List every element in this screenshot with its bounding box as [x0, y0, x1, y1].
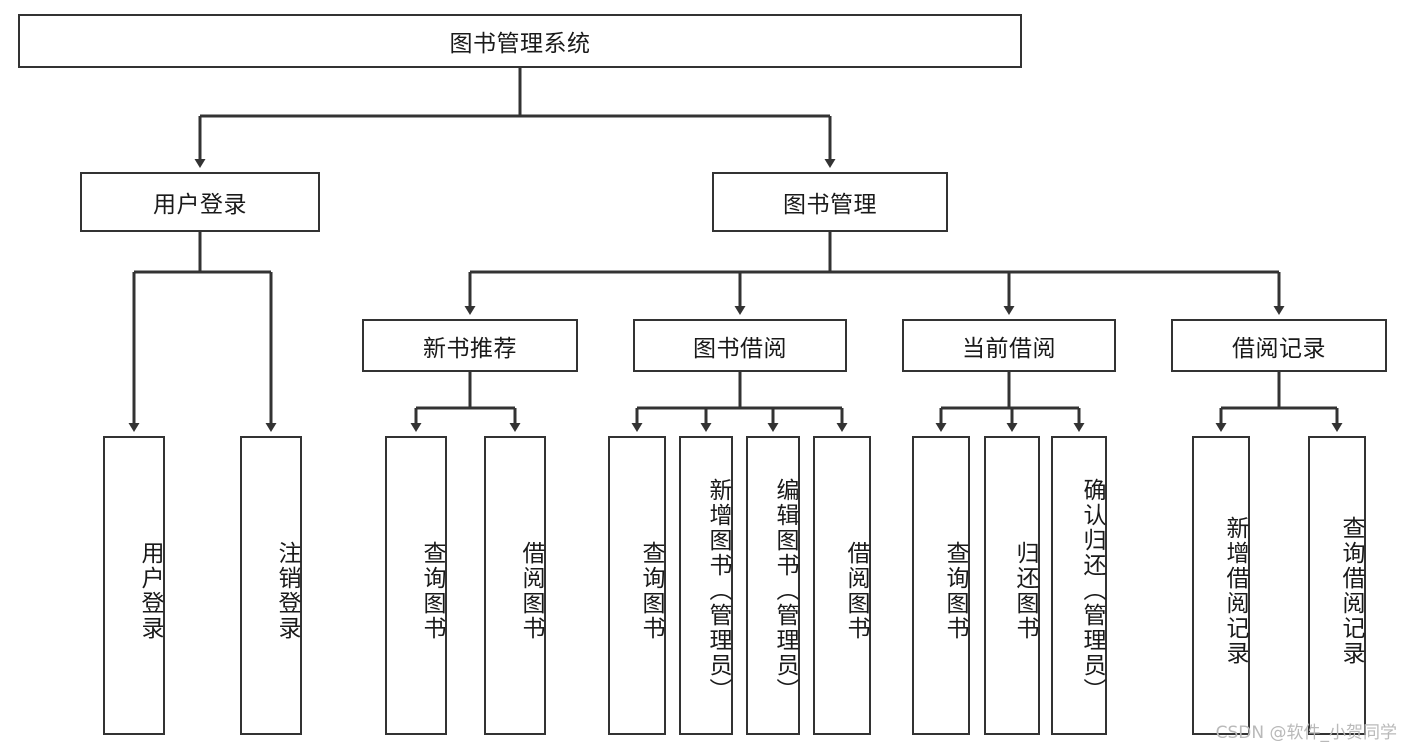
node-leaf-query-book-recommend-label: 查询图书	[419, 540, 445, 641]
node-book-borrow[interactable]: 图书借阅	[633, 319, 847, 372]
node-leaf-borrow-book-recommend[interactable]: 借阅图书	[484, 436, 546, 735]
node-user-login-label: 用户登录	[153, 192, 247, 218]
node-new-book-recommend[interactable]: 新书推荐	[362, 319, 578, 372]
node-leaf-edit-book-label: 编辑图书（管理员）	[772, 478, 798, 703]
node-leaf-confirm-return[interactable]: 确认归还（管理员）	[1051, 436, 1107, 735]
node-leaf-borrow-book-label: 借阅图书	[843, 540, 869, 641]
node-leaf-confirm-return-label: 确认归还（管理员）	[1079, 478, 1105, 703]
node-leaf-query-book-borrow[interactable]: 查询图书	[608, 436, 666, 735]
node-current-borrow-label: 当前借阅	[962, 335, 1056, 362]
node-leaf-user-logout-label: 注销登录	[274, 540, 300, 641]
node-book-manage[interactable]: 图书管理	[712, 172, 948, 232]
node-leaf-add-book-label: 新增图书（管理员）	[705, 478, 731, 703]
node-leaf-user-login[interactable]: 用户登录	[103, 436, 165, 735]
node-leaf-borrow-book-recommend-label: 借阅图书	[518, 540, 544, 641]
node-user-login[interactable]: 用户登录	[80, 172, 320, 232]
node-book-manage-label: 图书管理	[783, 192, 877, 218]
node-leaf-edit-book[interactable]: 编辑图书（管理员）	[746, 436, 800, 735]
node-leaf-add-borrow-record-label: 新增借阅记录	[1222, 515, 1248, 666]
node-leaf-add-book[interactable]: 新增图书（管理员）	[679, 436, 733, 735]
node-leaf-return-book[interactable]: 归还图书	[984, 436, 1040, 735]
node-root[interactable]: 图书管理系统	[18, 14, 1022, 68]
node-leaf-query-book-current-label: 查询图书	[942, 540, 968, 641]
node-borrow-record[interactable]: 借阅记录	[1171, 319, 1387, 372]
node-borrow-record-label: 借阅记录	[1232, 335, 1326, 362]
csdn-watermark: CSDN @软件_小贺同学	[1215, 723, 1397, 743]
node-leaf-query-book-borrow-label: 查询图书	[638, 540, 664, 641]
node-leaf-borrow-book[interactable]: 借阅图书	[813, 436, 871, 735]
node-leaf-add-borrow-record[interactable]: 新增借阅记录	[1192, 436, 1250, 735]
node-leaf-query-borrow-record[interactable]: 查询借阅记录	[1308, 436, 1366, 735]
node-current-borrow[interactable]: 当前借阅	[902, 319, 1116, 372]
node-leaf-query-book-recommend[interactable]: 查询图书	[385, 436, 447, 735]
node-book-borrow-label: 图书借阅	[693, 335, 787, 362]
node-leaf-query-book-current[interactable]: 查询图书	[912, 436, 970, 735]
node-leaf-query-borrow-record-label: 查询借阅记录	[1338, 515, 1364, 666]
node-new-book-recommend-label: 新书推荐	[423, 335, 517, 362]
node-leaf-user-logout[interactable]: 注销登录	[240, 436, 302, 735]
node-root-label: 图书管理系统	[449, 31, 591, 57]
node-leaf-user-login-label: 用户登录	[137, 540, 163, 641]
node-leaf-return-book-label: 归还图书	[1012, 540, 1038, 641]
